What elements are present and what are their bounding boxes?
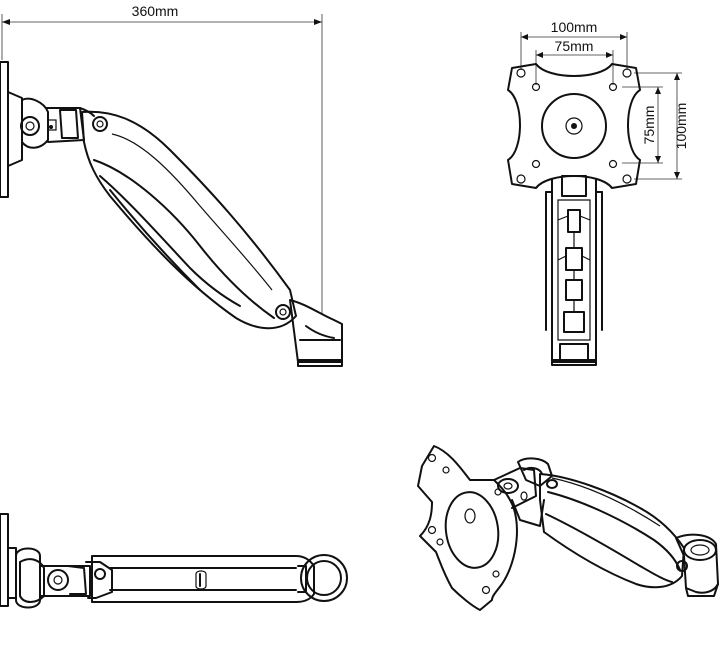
- iso-head-joint: [493, 457, 553, 527]
- side-view: 360mm: [0, 3, 343, 367]
- iso-vesa-plate: [417, 445, 518, 611]
- arm-body-top: [91, 555, 315, 603]
- wall-plate: [0, 61, 9, 198]
- iso-base-clamp: [675, 533, 719, 597]
- reach-label: 360mm: [132, 3, 179, 19]
- vesa-plate: [507, 63, 641, 189]
- wall-plate-top: [0, 513, 9, 607]
- base-clamp: [289, 299, 343, 367]
- vesa-outer-vertical-label: 100mm: [673, 103, 689, 150]
- vesa-inner-vertical-label: 75mm: [641, 106, 657, 145]
- gas-spring-arm: [81, 110, 297, 330]
- wall-bracket: [7, 91, 23, 167]
- head-joint-top: [15, 547, 113, 609]
- top-view: [0, 513, 348, 609]
- front-view: 100mm 75mm 75mm 100mm: [507, 19, 689, 366]
- isometric-view: [417, 445, 719, 611]
- vesa-inner-horizontal-label: 75mm: [555, 38, 594, 54]
- vesa-outer-horizontal-label: 100mm: [551, 19, 598, 35]
- base-ring-top: [297, 554, 348, 602]
- arm-column: [545, 175, 603, 366]
- vesa-dimensions: 100mm 75mm 75mm 100mm: [520, 19, 689, 180]
- iso-gas-spring-arm: [539, 473, 688, 589]
- reach-dimension: 360mm: [1, 3, 323, 315]
